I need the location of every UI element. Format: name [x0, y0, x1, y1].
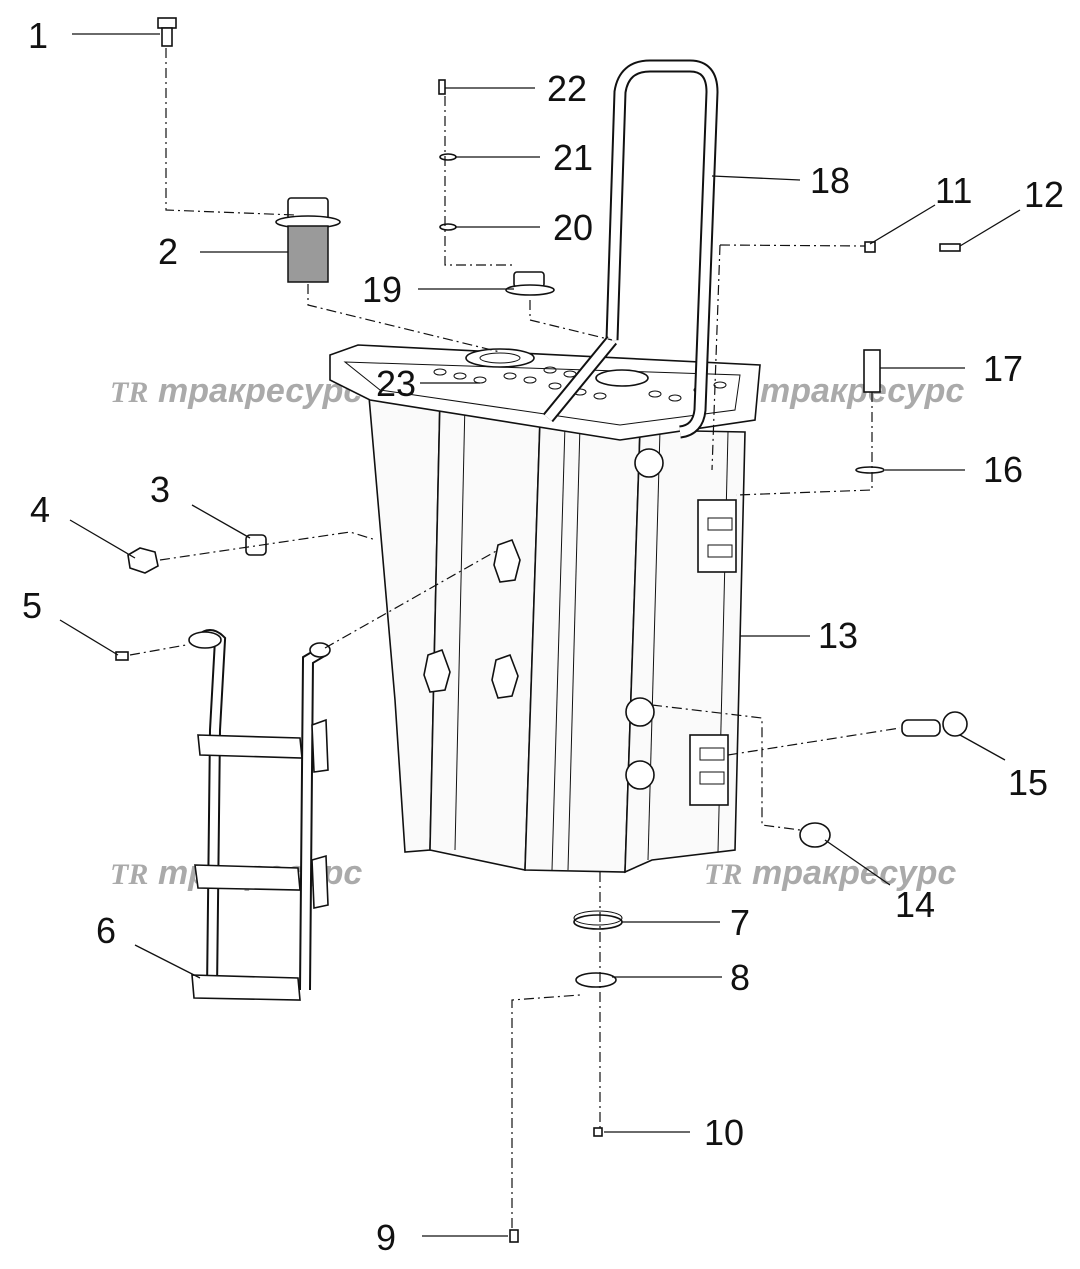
part-bolt-12 — [939, 243, 961, 252]
part-filter-2 — [275, 197, 341, 283]
part-bolt-1 — [157, 17, 177, 47]
callout-19: 19 — [362, 269, 402, 310]
callout-11: 11 — [935, 170, 972, 211]
part-flange-8 — [575, 972, 617, 988]
callout-20: 20 — [553, 207, 593, 248]
part-pin-17 — [863, 349, 881, 393]
callout-14: 14 — [895, 884, 935, 925]
callout-7: 7 — [730, 902, 750, 943]
part-bushing-3 — [245, 534, 267, 556]
watermark-logo: TR — [110, 858, 148, 891]
part-screw-5 — [115, 651, 129, 661]
part-cap-14 — [799, 822, 831, 848]
callout-23: 23 — [376, 363, 416, 404]
watermark-text: тракресурс — [760, 372, 964, 410]
part-oring-16 — [855, 466, 885, 474]
callout-10: 10 — [704, 1112, 744, 1153]
callout-12: 12 — [1024, 174, 1064, 215]
part-cap-19 — [505, 271, 555, 296]
callout-4: 4 — [30, 489, 50, 530]
ladder — [188, 629, 331, 1001]
part-ring-7 — [573, 910, 623, 930]
callout-2: 2 — [158, 231, 178, 272]
part-plug-10 — [593, 1127, 603, 1137]
part-sight-glass-15 — [901, 711, 968, 737]
watermark-bottom-right: TR тракресурс — [704, 854, 956, 892]
part-washer-21 — [439, 153, 457, 161]
assembly-lines — [129, 48, 901, 1228]
callout-9: 9 — [376, 1217, 396, 1258]
leader-lines — [59, 33, 1021, 1237]
watermark-logo: TR — [704, 858, 742, 891]
callout-8: 8 — [730, 957, 750, 998]
callout-16: 16 — [983, 449, 1023, 490]
callout-15: 15 — [1008, 762, 1048, 803]
callout-13: 13 — [818, 615, 858, 656]
part-nut-11 — [864, 241, 876, 253]
watermark-text: тракресурс — [158, 372, 362, 410]
callout-18: 18 — [810, 160, 850, 201]
callout-5: 5 — [22, 585, 42, 626]
watermark-top-left: TR тракресурс — [110, 372, 362, 410]
callout-22: 22 — [547, 68, 587, 109]
part-washer-20 — [439, 223, 457, 231]
callouts: 1 2 3 4 5 6 7 8 9 10 11 12 13 14 15 16 1… — [22, 15, 1064, 1258]
handrail — [542, 59, 719, 439]
part-screw-9 — [509, 1229, 519, 1243]
part-bolt-4 — [127, 547, 159, 574]
part-screw-22 — [438, 79, 446, 95]
tank-body — [329, 344, 761, 874]
watermark-logo: TR — [110, 376, 148, 409]
callout-1: 1 — [28, 15, 48, 56]
callout-6: 6 — [96, 910, 116, 951]
callout-21: 21 — [553, 137, 593, 178]
callout-3: 3 — [150, 469, 170, 510]
callout-17: 17 — [983, 348, 1023, 389]
